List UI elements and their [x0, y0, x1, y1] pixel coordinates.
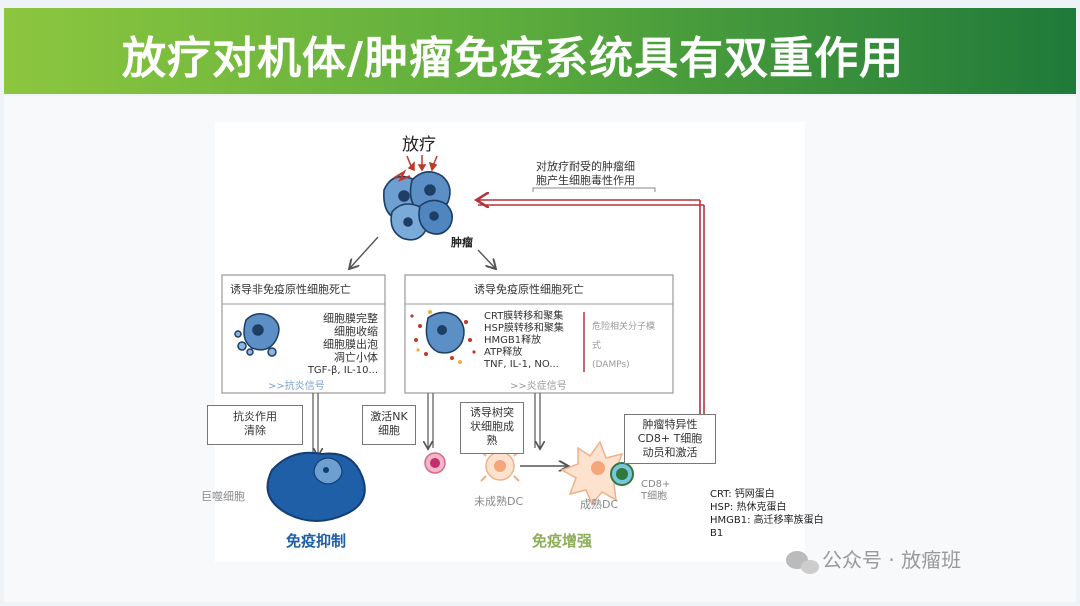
cd8-line1: 肿瘤特异性	[642, 418, 698, 431]
tumor-cells-icon	[383, 171, 454, 241]
radiation-label: 放疗	[402, 135, 436, 155]
nk-cell-icon	[424, 452, 446, 474]
cd8-t-cell-icon	[610, 462, 634, 486]
left-item-2: 细胞收缩	[334, 325, 378, 338]
anti-inflammatory-line2: 清除	[244, 424, 266, 437]
resistant-note-line1: 对放疗耐受的肿瘤细	[536, 160, 635, 173]
watermark-text: 公众号 · 放瘤班	[822, 548, 962, 572]
nk-line2: 细胞	[378, 424, 400, 437]
right-item-1: CRT膜转移和聚集	[484, 311, 564, 322]
glossary-hmgb1: HMGB1: 高迁移率族蛋白	[710, 515, 824, 526]
cd8-line3: 动员和激活	[642, 446, 698, 459]
glossary-b1: B1	[710, 528, 724, 539]
slide-title: 放疗对机体/肿瘤免疫系统具有双重作用	[122, 33, 905, 84]
cd8-line2: CD8+ T细胞	[637, 432, 703, 445]
macrophage-icon	[266, 451, 366, 522]
glossary-crt: CRT: 钙网蛋白	[710, 489, 775, 500]
nk-line1: 激活NK	[370, 410, 408, 423]
dc-box: 诱导树突 状细胞成 熟	[460, 402, 524, 454]
cd8-box: 肿瘤特异性 CD8+ T细胞 动员和激活	[624, 414, 716, 464]
mature-dc-label: 成熟DC	[580, 498, 619, 511]
dc-line2: 状细胞成	[470, 420, 514, 433]
inflammatory-signal: >>炎症信号	[510, 381, 567, 392]
damps-line3: (DAMPs)	[592, 360, 630, 370]
immunogenic-cell-icon	[410, 310, 476, 364]
immunogenic-title: 诱导免疫原性细胞死亡	[474, 283, 584, 296]
wechat-icon	[786, 551, 819, 574]
anti-inflammatory-line1: 抗炎作用	[233, 410, 277, 423]
non-immunogenic-title: 诱导非免疫原性细胞死亡	[230, 283, 351, 296]
right-item-5: TNF, IL-1, NO...	[484, 359, 559, 370]
damps-line2: 式	[592, 341, 602, 351]
anti-inflammatory-box: 抗炎作用 清除	[207, 405, 303, 445]
immune-suppression-label: 免疫抑制	[286, 532, 347, 550]
anti-inflammatory-signal: >>抗炎信号	[268, 381, 325, 392]
dc-line1: 诱导树突	[470, 406, 514, 419]
left-item-5: TGF-β, IL-10...	[307, 365, 378, 376]
right-item-3: HMGB1释放	[484, 335, 542, 346]
right-item-2: HSP膜转移和聚集	[484, 323, 564, 334]
macrophage-label: 巨噬细胞	[201, 490, 245, 503]
tumor-label: 肿瘤	[451, 236, 473, 249]
cd8-cell-label-line2: T细胞	[641, 491, 668, 502]
immature-dc-label: 未成熟DC	[474, 495, 524, 508]
resistant-note-line2: 胞产生细胞毒性作用	[536, 174, 635, 187]
feedback-arrow	[478, 200, 705, 415]
cd8-cell-label-line1: CD8+	[641, 479, 671, 490]
resistant-bracket	[532, 187, 656, 192]
title-banner: 放疗对机体/肿瘤免疫系统具有双重作用	[4, 8, 1076, 94]
glossary-hsp: HSP: 热休克蛋白	[710, 502, 787, 513]
mature-dc-icon	[560, 440, 632, 506]
left-item-3: 细胞膜出泡	[323, 338, 378, 351]
left-item-1: 细胞膜完整	[323, 312, 378, 325]
apoptotic-cell-icon	[234, 313, 280, 357]
left-item-4: 凋亡小体	[334, 351, 378, 364]
dc-line3: 熟	[486, 434, 498, 447]
damps-line1: 危险相关分子模	[592, 322, 656, 332]
nk-box: 激活NK 细胞	[362, 405, 416, 445]
immune-enhancement-label: 免疫增强	[532, 532, 593, 550]
right-item-4: ATP释放	[484, 347, 523, 358]
immature-dc-icon	[480, 450, 520, 482]
